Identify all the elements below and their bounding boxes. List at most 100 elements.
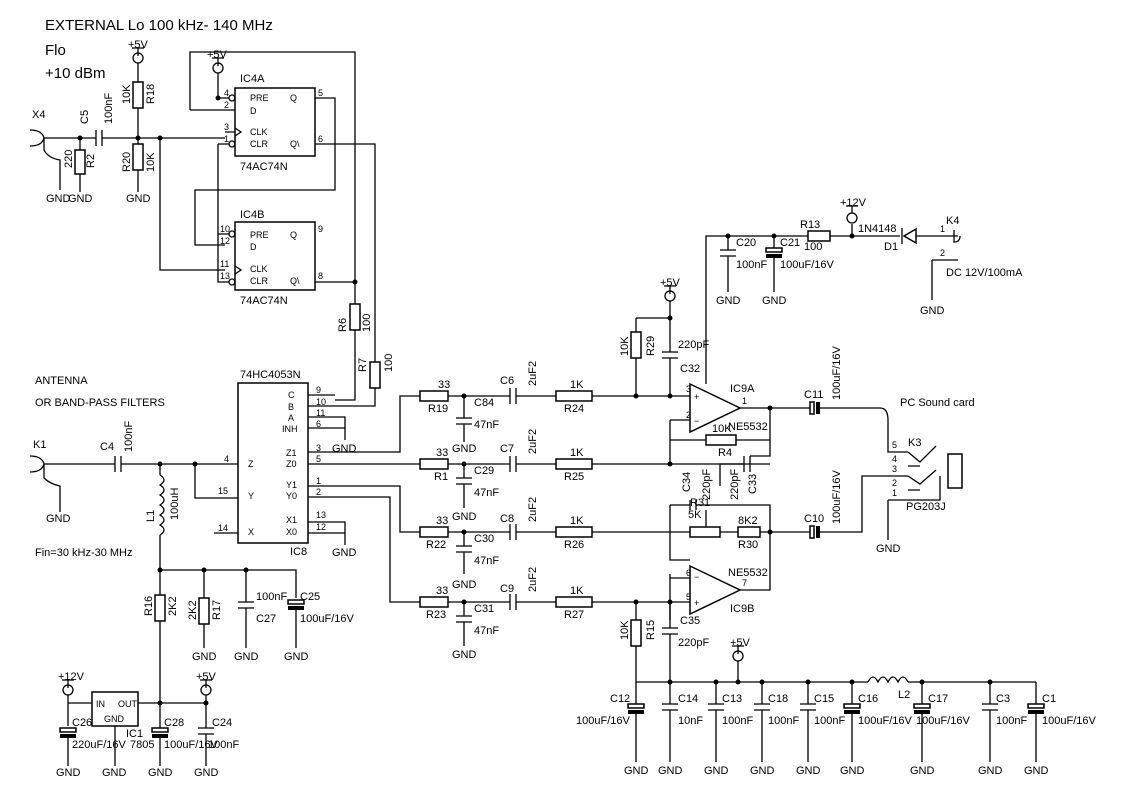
pc-sound-label: PC Sound card bbox=[900, 397, 975, 409]
ic8-x1: X1 bbox=[286, 515, 297, 525]
ic8-x: X bbox=[248, 527, 254, 537]
r31-label: R31 bbox=[690, 497, 710, 509]
c17-label: C17 bbox=[928, 693, 948, 705]
r2-label: R2 bbox=[85, 154, 97, 168]
r22-value: 33 bbox=[436, 515, 448, 527]
ic8-y: Y bbox=[248, 491, 254, 501]
c30-label: C30 bbox=[474, 533, 494, 545]
p5v-ic1: +5V bbox=[196, 671, 217, 683]
r6-label: R6 bbox=[337, 318, 349, 332]
r23-value: 33 bbox=[436, 585, 448, 597]
c10-value: 100uF/16V bbox=[831, 470, 843, 524]
c24-value: 100nF bbox=[208, 739, 239, 751]
c21-value: 100uF/16V bbox=[780, 259, 834, 271]
gnd-c14: GND bbox=[658, 765, 683, 777]
gnd-c26: GND bbox=[56, 767, 81, 779]
c26-label: C26 bbox=[72, 717, 92, 729]
ic9a-pin1: 1 bbox=[742, 396, 747, 406]
ic8-pin10: 10 bbox=[316, 397, 326, 407]
gnd-r20: GND bbox=[126, 193, 151, 205]
gnd-c28: GND bbox=[148, 767, 173, 779]
r27-value: 1K bbox=[570, 585, 584, 597]
ic1-type: 7805 bbox=[130, 739, 154, 751]
ic8-pin14: 14 bbox=[218, 523, 228, 533]
ic9b-type: NE5532 bbox=[728, 567, 768, 579]
c13-value: 100nF bbox=[722, 715, 753, 727]
gnd-r2: GND bbox=[68, 193, 93, 205]
r19-label: R19 bbox=[428, 403, 448, 415]
k3-pin3: 3 bbox=[892, 464, 897, 474]
ic8-b: B bbox=[288, 402, 294, 412]
gnd-c25: GND bbox=[284, 651, 309, 663]
r25-label: R25 bbox=[564, 471, 584, 483]
signal-level: +10 dBm bbox=[45, 65, 105, 82]
ic4a-pin3: 3 bbox=[224, 122, 229, 132]
r17-value: 2K2 bbox=[187, 600, 199, 620]
ic4a-pin5: 5 bbox=[318, 88, 323, 98]
r24-label: R24 bbox=[564, 403, 584, 415]
p5v-ic4a: +5V bbox=[207, 49, 228, 61]
c33-value: 220pF bbox=[729, 469, 741, 500]
c34-value: 220pF bbox=[701, 469, 713, 500]
c84-label: C84 bbox=[474, 397, 494, 409]
c27-value: 100nF bbox=[256, 591, 287, 603]
c4-label: C4 bbox=[100, 441, 114, 453]
r29-label: R29 bbox=[645, 336, 657, 356]
ic1-in: IN bbox=[96, 699, 105, 709]
r1-value: 33 bbox=[436, 447, 448, 459]
c1-label: C1 bbox=[1042, 693, 1056, 705]
svg-text:−: − bbox=[694, 572, 699, 582]
ic4a-d: D bbox=[250, 106, 257, 116]
c11-value: 100uF/16V bbox=[831, 346, 843, 400]
ic4b-pre: PRE bbox=[250, 230, 269, 240]
c29-label: C29 bbox=[474, 465, 494, 477]
ic9a-name: IC9A bbox=[730, 383, 755, 395]
ic9b-pin7: 7 bbox=[742, 578, 747, 588]
r7-label: R7 bbox=[357, 358, 369, 372]
ic9b-pin6: 6 bbox=[686, 568, 691, 578]
r30-value: 8K2 bbox=[738, 515, 758, 527]
r20-value: 10K bbox=[145, 152, 157, 172]
c1-value: 100uF/16V bbox=[1042, 715, 1096, 727]
c31-value: 47nF bbox=[474, 625, 499, 637]
c31-label: C31 bbox=[474, 603, 494, 615]
c32-value: 220pF bbox=[678, 339, 709, 351]
ic4a-clk: CLK bbox=[250, 127, 268, 137]
ic8-y1: Y1 bbox=[286, 480, 297, 490]
r18-value: 10K bbox=[121, 84, 133, 104]
c5-value: 100nF bbox=[103, 93, 115, 124]
r4-value: 10K bbox=[712, 423, 732, 435]
ic8-y0: Y0 bbox=[286, 491, 297, 501]
r30-label: R30 bbox=[738, 539, 758, 551]
r22-label: R22 bbox=[426, 539, 446, 551]
gnd-c84: GND bbox=[452, 443, 477, 455]
gnd-c3: GND bbox=[978, 765, 1003, 777]
r15-label: R15 bbox=[645, 620, 657, 640]
l2-label: L2 bbox=[898, 689, 910, 701]
gnd-k1: GND bbox=[46, 513, 71, 525]
ic4b-clr: CLR bbox=[250, 276, 269, 286]
ic1-gnd: GND bbox=[104, 714, 125, 724]
ic9b-name: IC9B bbox=[730, 603, 754, 615]
r25-value: 1K bbox=[570, 447, 584, 459]
ic4a-pin6: 6 bbox=[318, 134, 323, 144]
c35-value: 220pF bbox=[678, 637, 709, 649]
ic4b-pin9: 9 bbox=[318, 224, 323, 234]
p12v-main: +12V bbox=[840, 197, 867, 209]
k3-type: PG203J bbox=[906, 501, 946, 513]
ic8-inh: INH bbox=[282, 424, 298, 434]
c34-label: C34 bbox=[681, 472, 693, 492]
c8-label: C8 bbox=[500, 513, 514, 525]
ic4b-name: IC4B bbox=[240, 209, 264, 221]
gnd-c15: GND bbox=[796, 765, 821, 777]
svg-text:−: − bbox=[694, 416, 699, 426]
r16-label: R16 bbox=[143, 596, 155, 616]
d1-value: 1N4148 bbox=[858, 223, 897, 235]
ic4b-pin10: 10 bbox=[220, 224, 230, 234]
r15-value: 10K bbox=[619, 620, 631, 640]
ic8-type: 74HC4053N bbox=[240, 369, 301, 381]
c5-label: C5 bbox=[79, 110, 91, 124]
k3-pin4: 4 bbox=[892, 454, 897, 464]
ic4a-qn: Q\ bbox=[290, 139, 300, 149]
gnd-c24: GND bbox=[194, 767, 219, 779]
